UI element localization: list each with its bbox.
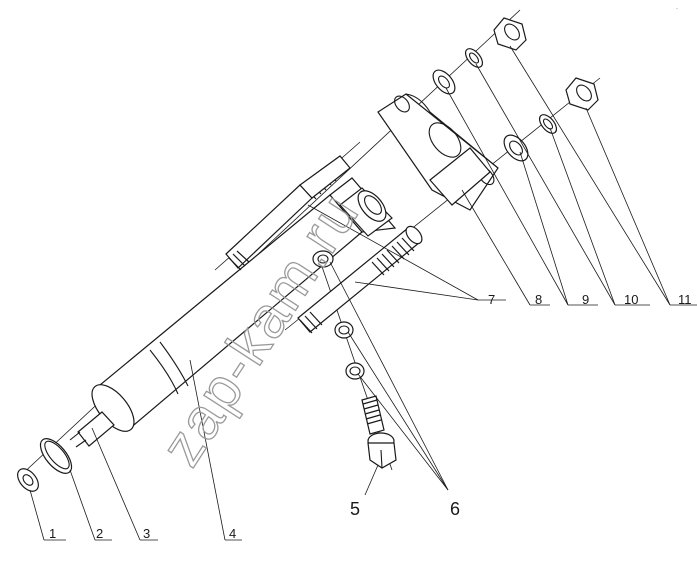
- part-6-seal-washer-mid: [334, 321, 354, 339]
- callout-8: 8: [535, 292, 542, 307]
- callout-5: 5: [350, 499, 360, 519]
- part-3-nozzle: [69, 411, 115, 448]
- part-7-stud-upper: [225, 155, 351, 271]
- part-9-washer-a: [432, 69, 456, 95]
- callout-1: 1: [49, 526, 56, 541]
- part-7-stud-lower: [297, 225, 423, 334]
- callout-11: 11: [678, 292, 692, 307]
- part-10-spring-washer-b: [538, 114, 558, 134]
- callout-9: 9: [582, 292, 589, 307]
- part-5-banjo-bolt: [361, 395, 397, 469]
- callout-7: 7: [488, 292, 495, 307]
- part-11-nut-b: [565, 77, 599, 111]
- corner-mark: ·: [676, 6, 678, 12]
- leader-lines: [29, 45, 697, 541]
- part-6-seal-washer-top: [312, 250, 334, 268]
- callout-4: 4: [229, 526, 236, 541]
- callout-10: 10: [624, 292, 638, 307]
- part-1-washer: [17, 468, 39, 492]
- callout-3: 3: [143, 526, 150, 541]
- part-10-spring-washer-a: [464, 48, 484, 68]
- callout-2: 2: [96, 526, 103, 541]
- part-6-seal-washer-low: [345, 362, 365, 380]
- callout-6: 6: [450, 499, 460, 519]
- part-11-nut-a: [493, 17, 527, 51]
- part-2-o-ring: [39, 438, 73, 474]
- part-9-washer-b: [503, 134, 529, 162]
- part-8-flange: [377, 93, 499, 211]
- inlet-fitting: [339, 187, 393, 237]
